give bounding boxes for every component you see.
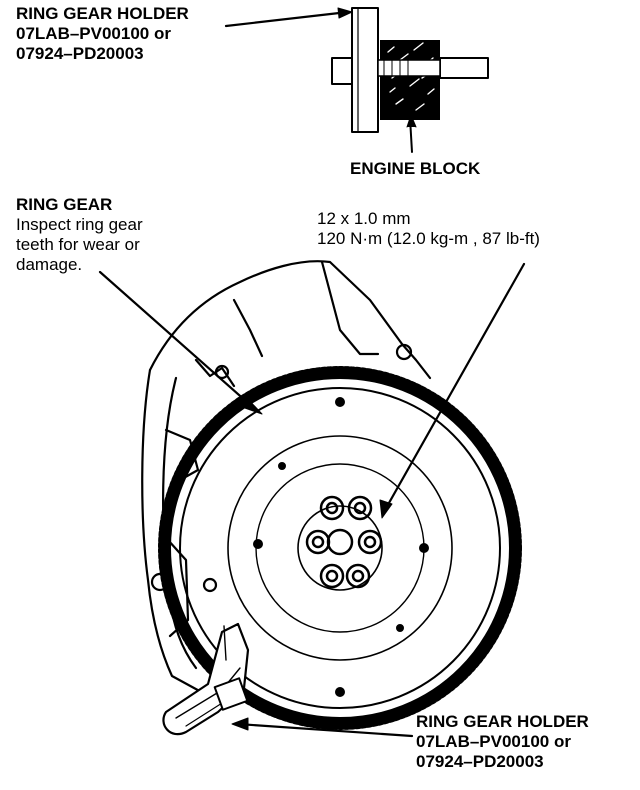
flywheel xyxy=(158,366,522,730)
bolt-head xyxy=(331,57,353,85)
holder-bolt-head xyxy=(213,677,249,711)
holder-top-part-b: 07924–PD20003 xyxy=(16,44,144,63)
bolt-spec-label: 12 x 1.0 mm 120 N·m (12.0 kg-m , 87 lb-f… xyxy=(317,209,540,249)
ring-gear-note-3: damage. xyxy=(16,255,83,274)
leader-holder-top xyxy=(224,10,350,28)
engine-block-mass xyxy=(380,40,440,120)
bolt-shank xyxy=(439,57,489,79)
bolt-torque: 120 N·m (12.0 kg-m , 87 lb-ft) xyxy=(317,229,540,248)
ring-gear-title: RING GEAR xyxy=(16,195,113,214)
holder-bottom-part-b: 07924–PD20003 xyxy=(416,752,544,771)
holder-top-title: RING GEAR HOLDER xyxy=(16,4,189,23)
holder-plate xyxy=(351,7,379,133)
bolt-size: 12 x 1.0 mm xyxy=(317,209,411,228)
ring-gear-note-2: teeth for wear or xyxy=(16,235,140,254)
ring-gear-holder-top-label: RING GEAR HOLDER 07LAB–PV00100 or 07924–… xyxy=(16,4,189,64)
flywheel-face xyxy=(179,387,501,709)
ring-gear-teeth xyxy=(158,366,522,730)
leader-holder-bottom xyxy=(236,722,414,738)
leader-bolt xyxy=(383,262,526,512)
inset-holder-on-engine-block xyxy=(331,7,489,153)
ring-gear-holder-bottom-label: RING GEAR HOLDER 07LAB–PV00100 or 07924–… xyxy=(416,712,589,772)
leader-ring-gear xyxy=(98,270,258,412)
ring-gear-holder-bottom xyxy=(162,622,250,736)
engine-block-label: ENGINE BLOCK xyxy=(350,159,480,179)
ring-gear-label: RING GEAR Inspect ring gear teeth for we… xyxy=(16,195,143,275)
holder-top-part-a: 07LAB–PV00100 or xyxy=(16,24,171,43)
holder-bottom-title: RING GEAR HOLDER xyxy=(416,712,589,731)
flywheel-bolts xyxy=(305,495,383,589)
holder-bottom-part-a: 07LAB–PV00100 or xyxy=(416,732,571,751)
engine-block-text: ENGINE BLOCK xyxy=(350,159,481,178)
ring-gear-note-1: Inspect ring gear xyxy=(16,215,143,234)
